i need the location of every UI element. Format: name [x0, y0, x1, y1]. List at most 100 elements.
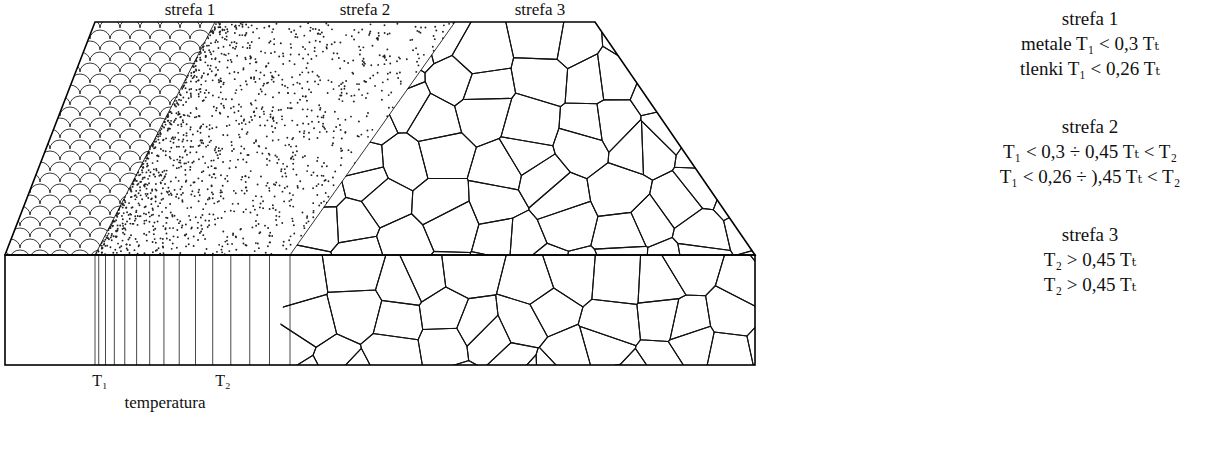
grain-dot: [308, 132, 310, 134]
grain-dot: [130, 214, 132, 216]
grain-dot: [106, 235, 108, 237]
grain-dot: [224, 178, 226, 180]
grain-dot: [246, 83, 248, 85]
grain-dot: [288, 200, 290, 202]
grain-dot: [205, 220, 207, 222]
grain-dot: [377, 39, 379, 41]
grain-dot: [344, 132, 346, 134]
grain-dot: [278, 216, 280, 218]
grain-scale: [200, 239, 220, 248]
grain-cell: [530, 288, 583, 337]
grain-dot: [207, 226, 209, 228]
grain-dot: [183, 163, 185, 165]
grain-scale: [110, 228, 130, 237]
grain-dot: [202, 123, 204, 125]
grain-dot: [197, 177, 199, 179]
grain-dot: [251, 104, 253, 106]
grain-dot: [211, 192, 213, 194]
grain-dot: [138, 202, 140, 204]
grain-dot: [327, 92, 329, 94]
grain-dot: [200, 230, 202, 232]
grain-dot: [135, 238, 137, 240]
grain-dot: [317, 33, 319, 35]
grain-dot: [188, 243, 190, 245]
grain-dot: [233, 210, 235, 212]
grain-dot: [122, 207, 124, 209]
grain-dot: [162, 247, 164, 249]
grain-dot: [387, 78, 389, 80]
grain-dot: [300, 26, 302, 28]
grain-scale: [180, 19, 200, 28]
grain-dot: [165, 150, 167, 152]
grain-dot: [339, 42, 341, 44]
grain-cell: [747, 323, 765, 375]
grain-scale: [0, 52, 10, 61]
grain-dot: [214, 41, 216, 43]
grain-dot: [144, 252, 146, 254]
grain-dot: [292, 152, 294, 154]
grain-dot: [337, 118, 339, 120]
grain-dot: [339, 67, 341, 69]
zone-condition: T₁ < 0,3 ÷ 0,45 Tₜ < T₂: [1003, 141, 1177, 163]
grain-cell: [742, 245, 765, 274]
grain-scale: [80, 217, 100, 226]
grain-dot: [159, 202, 161, 204]
grain-dot: [264, 225, 266, 227]
grain-scale: [20, 129, 40, 138]
grain-dot: [137, 224, 139, 226]
grain-dot: [217, 217, 219, 219]
grain-dot: [222, 198, 224, 200]
grain-dot: [310, 27, 312, 29]
grain-scale: [100, 217, 120, 226]
grain-dot: [237, 110, 239, 112]
grain-dot: [201, 75, 203, 77]
grain-scale: [0, 151, 20, 160]
grain-dot: [243, 119, 245, 121]
fibre-line: [136, 255, 137, 365]
grain-dot: [281, 118, 283, 120]
grain-dot: [226, 28, 228, 30]
grain-dot: [103, 243, 105, 245]
grain-dot: [314, 50, 316, 52]
grain-dot: [136, 196, 138, 198]
grain-dot: [160, 128, 162, 130]
grain-dot: [319, 107, 321, 109]
grain-dot: [381, 99, 383, 101]
grain-scale: [0, 96, 10, 105]
grain-dot: [142, 166, 144, 168]
grain-dot: [143, 233, 145, 235]
grain-scale: [200, 129, 220, 138]
grain-dot: [171, 248, 173, 250]
grain-dot: [213, 159, 215, 161]
grain-dot: [345, 34, 347, 36]
grain-dot: [119, 247, 121, 249]
grain-dot: [162, 171, 164, 173]
grain-dot: [254, 58, 256, 60]
grain-dot: [388, 94, 390, 96]
grain-dot: [290, 157, 292, 159]
grain-dot: [382, 81, 384, 83]
grain-dot: [115, 230, 117, 232]
grain-dot: [236, 55, 238, 57]
grain-dot: [219, 26, 221, 28]
grain-dot: [183, 134, 185, 136]
grain-dot: [381, 90, 383, 92]
grain-dot: [180, 166, 182, 168]
grain-scale: [30, 228, 50, 237]
grain-cell: [759, 304, 765, 327]
grain-dot: [253, 111, 255, 113]
grain-dot: [250, 116, 252, 118]
grain-dot: [101, 252, 103, 254]
grain-cell: [724, 198, 765, 256]
grain-cell: [483, 343, 538, 375]
grain-dot: [219, 23, 221, 25]
grain-dot: [211, 176, 213, 178]
grain-dot: [399, 72, 401, 74]
grain-dot: [369, 77, 371, 79]
grain-dot: [152, 225, 154, 227]
grain-dot: [104, 239, 106, 241]
grain-dot: [155, 141, 157, 143]
grain-dot: [243, 211, 245, 213]
grain-dot: [185, 224, 187, 226]
grain-dot: [184, 151, 186, 153]
